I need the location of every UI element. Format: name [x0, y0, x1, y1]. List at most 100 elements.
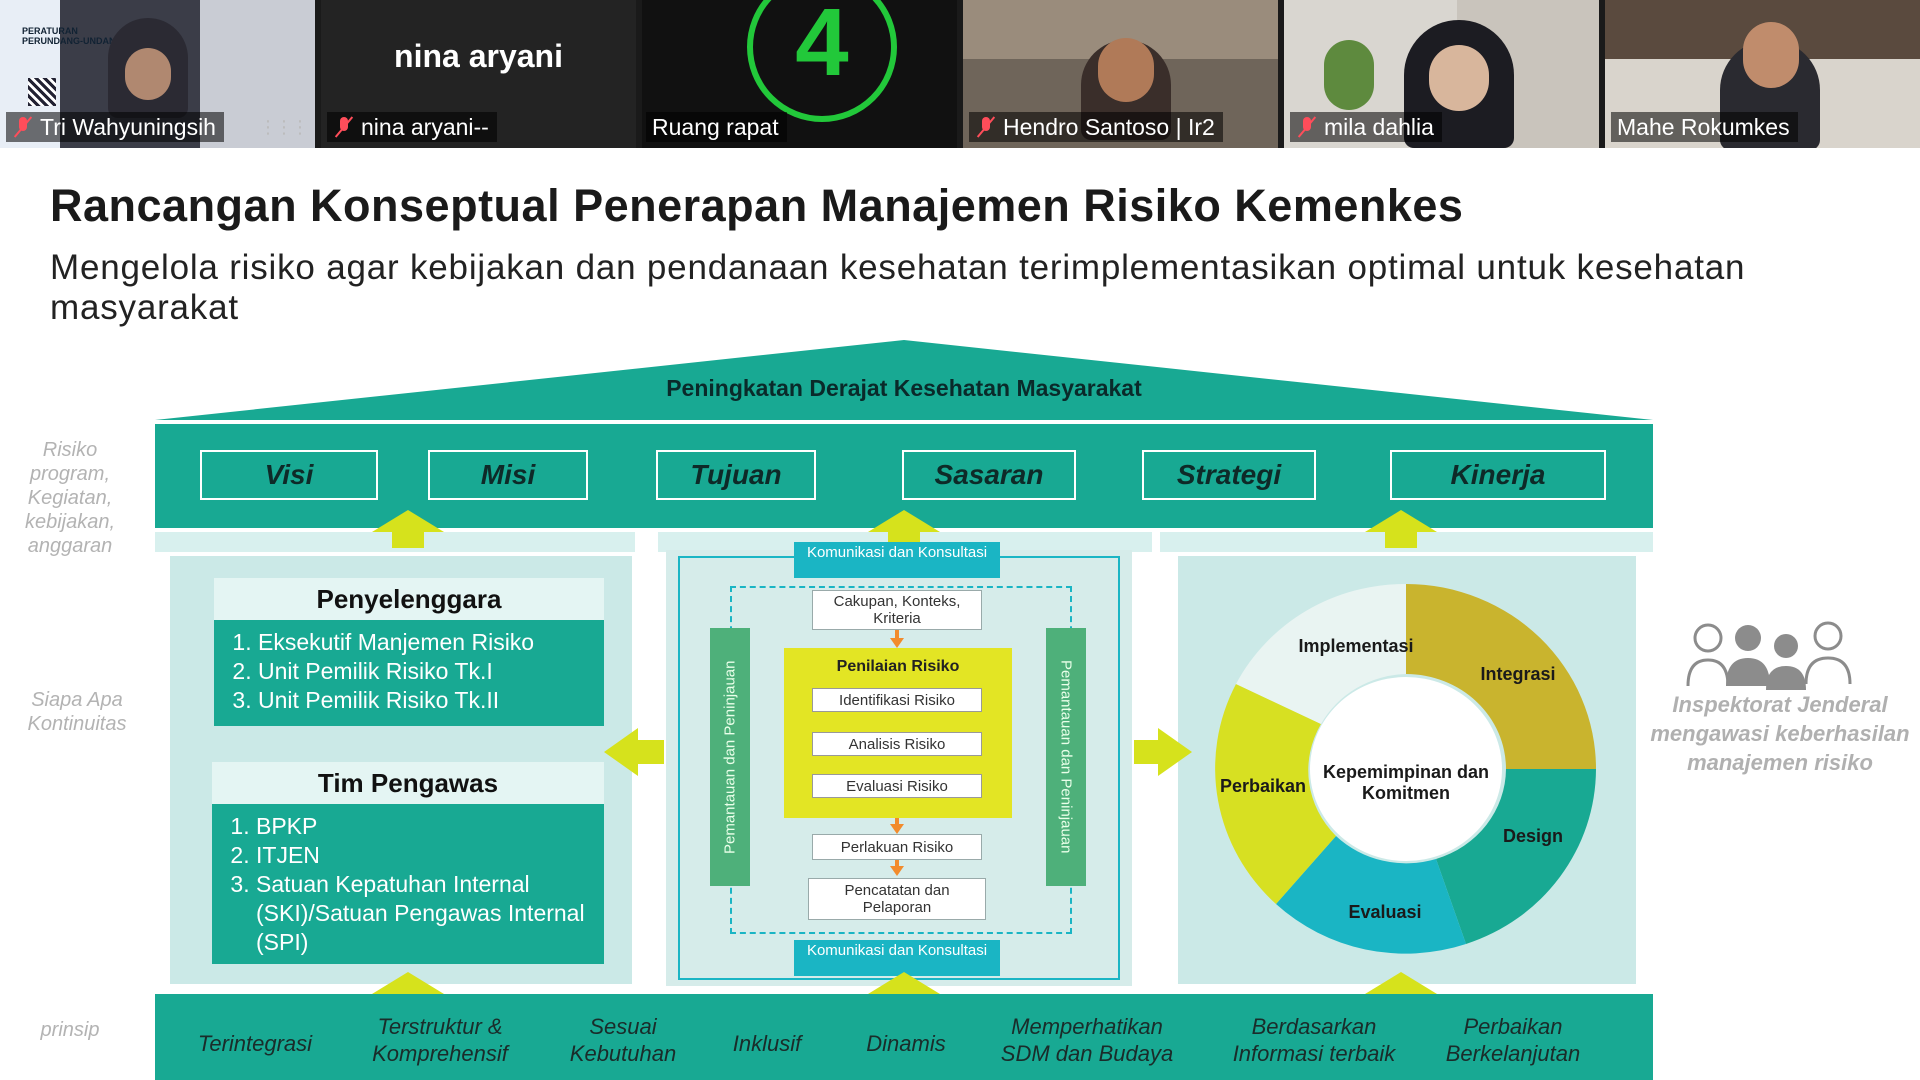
monitor-bar-right: Pemantauan dan Peninjauan — [1046, 628, 1086, 886]
participant-tile-nina-aryani[interactable]: nina aryani nina aryani-- — [321, 0, 636, 148]
qr-code-icon — [28, 78, 56, 106]
list-item: ITJEN — [256, 841, 590, 870]
participant-tile-tri-wahyuningsih[interactable]: PERATURAN PERUNDANG-UNDANGAN Tri Wahyuni… — [0, 0, 315, 148]
principle-item: Dinamis — [866, 1031, 946, 1056]
arrow-up-stem-left — [392, 530, 424, 548]
arrow-up-icon — [372, 972, 444, 994]
cycle-center — [1310, 677, 1502, 861]
list-item: Unit Pemilik Risiko Tk.II — [258, 686, 590, 715]
scope-box: Cakupan, Konteks, Kriteria — [812, 590, 982, 630]
more-options-icon[interactable]: ⋮⋮⋮ — [259, 117, 309, 137]
label-integrasi: Integrasi — [1480, 664, 1556, 684]
tab-misi: Misi — [428, 450, 588, 500]
segment-perbaikan — [1215, 684, 1336, 904]
arrow-right-stem — [1134, 740, 1160, 764]
arrow-up-icon — [868, 972, 940, 994]
list-item: BPKP — [256, 812, 590, 841]
segment-implementasi — [1236, 583, 1406, 724]
monitor-bar-left: Pemantauan dan Peninjauan — [710, 628, 750, 886]
inspektorat-text: Inspektorat Jenderal mengawasi keberhasi… — [1650, 692, 1910, 775]
plant — [1324, 40, 1374, 110]
analyze-box: Analisis Risiko — [812, 732, 982, 756]
arrow-down-icon — [890, 866, 904, 876]
mic-off-icon — [333, 115, 355, 139]
participant-nameplate: Hendro Santoso | Ir2 — [969, 112, 1223, 142]
list-item: Unit Pemilik Risiko Tk.I — [258, 657, 590, 686]
slide-title: Rancangan Konseptual Penerapan Manajemen… — [50, 180, 1464, 231]
label-perbaikan: Perbaikan — [1219, 776, 1307, 796]
arrow-stem — [895, 818, 899, 826]
segment-design — [1436, 769, 1596, 944]
arrow-up-icon — [1365, 972, 1437, 994]
roof-label: Peningkatan Derajat Kesehatan Masyarakat — [666, 375, 1142, 401]
side-label-risk: Risiko program, Kegiatan, kebijakan, ang… — [24, 439, 116, 557]
participant-nameplate: Mahe Rokumkes — [1611, 112, 1798, 142]
arrow-down-icon — [890, 638, 904, 648]
segment-integrasi — [1406, 584, 1596, 769]
arrow-up-stem-right — [1385, 530, 1417, 548]
mic-off-icon — [1296, 115, 1318, 139]
tab-sasaran: Sasaran — [902, 450, 1076, 500]
timer-ring-icon — [747, 0, 897, 122]
participant-tile-mila-dahlia[interactable]: mila dahlia — [1284, 0, 1599, 148]
assessment-title: Penilaian Risiko — [836, 658, 960, 675]
slide-subtitle: Mengelola risiko agar kebijakan dan pend… — [50, 248, 1746, 327]
mic-off-icon — [12, 115, 34, 139]
timer-number: 4 — [795, 0, 849, 96]
tab-tujuan: Tujuan — [656, 450, 816, 500]
label-evaluasi: Evaluasi — [1348, 902, 1422, 922]
pengawas-title: Tim Pengawas — [212, 762, 604, 804]
treat-box: Perlakuan Risiko — [812, 834, 982, 860]
arrow-stem — [895, 860, 899, 868]
principle-item: Terstruktur &Komprehensif — [372, 1014, 508, 1066]
tab-kinerja: Kinerja — [1390, 450, 1606, 500]
evaluate-box: Evaluasi Risiko — [812, 774, 982, 798]
record-box: Pencatatan dan Pelaporan — [808, 878, 986, 920]
segment-evaluasi — [1276, 836, 1466, 954]
participant-tile-hendro-santoso[interactable]: Hendro Santoso | Ir2 — [963, 0, 1278, 148]
arrow-right-icon — [1158, 728, 1192, 776]
principle-item: Inklusif — [732, 1031, 802, 1056]
arrow-left-stem — [636, 740, 664, 764]
participant-tile-ruang-rapat[interactable]: 4 Ruang rapat — [642, 0, 957, 148]
label-design: Design — [1502, 826, 1563, 846]
participant-nameplate: Tri Wahyuningsih — [6, 112, 224, 142]
participant-nameplate: mila dahlia — [1290, 112, 1442, 142]
participant-video — [1605, 0, 1920, 148]
arrow-left-icon — [604, 728, 638, 776]
side-label-who-what: Siapa Apa Kontinuitas — [27, 689, 127, 735]
people-group-icon — [1686, 621, 1852, 690]
penyelenggara-list: Eksekutif Manjemen Risiko Unit Pemilik R… — [214, 620, 604, 726]
label-center: Kepemimpinan dan Komitmen — [1322, 762, 1490, 803]
tab-visi: Visi — [200, 450, 378, 500]
list-item: Satuan Kepatuhan Internal (SKI)/Satuan P… — [256, 870, 590, 957]
participant-strip: PERATURAN PERUNDANG-UNDANGAN Tri Wahyuni… — [0, 0, 1920, 148]
participant-nameplate: nina aryani-- — [327, 112, 497, 142]
list-item: Eksekutif Manjemen Risiko — [258, 628, 590, 657]
face — [1429, 45, 1489, 111]
face — [1743, 22, 1799, 88]
pengawas-list: BPKP ITJEN Satuan Kepatuhan Internal (SK… — [212, 804, 604, 964]
comm-top: Komunikasi dan Konsultasi — [794, 542, 1000, 578]
label-implementasi: Implementasi — [1298, 636, 1414, 656]
tab-strategi: Strategi — [1142, 450, 1316, 500]
arrow-up-mid-icon — [868, 510, 940, 532]
thumb-text: PERATURAN PERUNDANG-UNDANGAN — [22, 26, 136, 46]
comm-bottom: Komunikasi dan Konsultasi — [794, 940, 1000, 976]
participant-display-name: nina aryani — [394, 38, 563, 74]
participant-tile-mahe-rokumkes[interactable]: Mahe Rokumkes — [1605, 0, 1920, 148]
mic-off-icon — [975, 115, 997, 139]
face — [125, 48, 171, 100]
principles-band — [155, 994, 1653, 1080]
framework-cycle — [1215, 583, 1596, 954]
face — [1098, 38, 1154, 102]
participant-nameplate: Ruang rapat — [646, 112, 787, 142]
identify-box: Identifikasi Risiko — [812, 688, 982, 712]
principle-item: Terintegrasi — [197, 1031, 313, 1056]
arrow-stem — [895, 630, 899, 638]
side-label-principle: prinsip — [40, 1019, 100, 1041]
